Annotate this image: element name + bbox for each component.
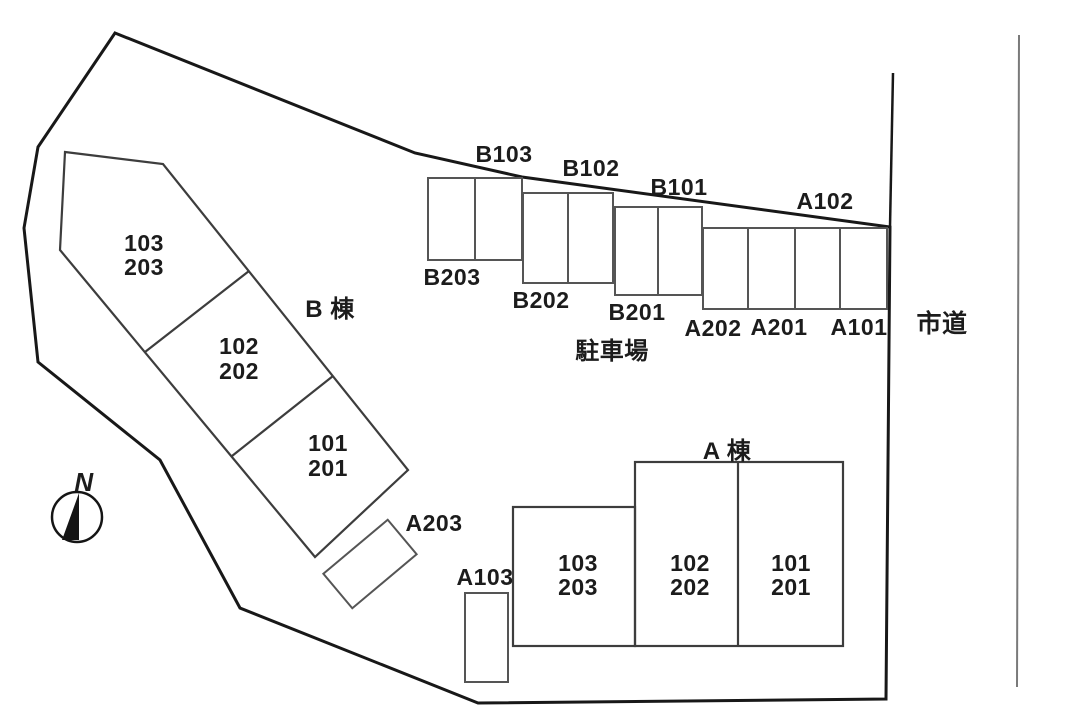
north-compass: N xyxy=(50,467,104,544)
building-b-divider-2 xyxy=(231,375,334,457)
building-a-unit-201: 201 xyxy=(771,574,811,600)
building-b-label: B 棟 xyxy=(305,296,355,323)
stall-label-a201: A201 xyxy=(751,314,808,340)
building-b: B 棟 103 203 102 202 101 201 xyxy=(58,150,410,559)
parking-area: B103 B102 B101 A102 B203 B202 B201 A202 … xyxy=(321,141,888,683)
compass-needle-icon xyxy=(62,493,79,540)
building-b-unit-102: 102 xyxy=(219,333,259,359)
stall-label-a102: A102 xyxy=(797,188,854,214)
building-a-unit-202: 202 xyxy=(670,574,710,600)
stall-label-b203: B203 xyxy=(424,264,481,290)
stall-label-a202: A202 xyxy=(685,315,742,341)
parking-box-a203 xyxy=(321,518,419,610)
road-far-edge-line xyxy=(1016,34,1020,688)
building-b-unit-103: 103 xyxy=(124,230,164,256)
building-b-divider-1 xyxy=(144,270,250,353)
building-b-outline xyxy=(58,150,410,559)
building-b-unit-101: 101 xyxy=(308,430,348,456)
stall-label-b103: B103 xyxy=(476,141,533,167)
stall-label-a203: A203 xyxy=(406,510,463,536)
road-label: 市道 xyxy=(916,309,967,338)
road-edge-line xyxy=(888,72,895,228)
building-b-unit-201: 201 xyxy=(308,455,348,481)
site-boundary xyxy=(22,31,892,705)
stall-label-b201: B201 xyxy=(609,299,666,325)
building-a: A 棟 103 203 102 202 101 201 xyxy=(511,438,845,648)
building-b-unit-202: 202 xyxy=(219,358,259,384)
stall-label-a101: A101 xyxy=(831,314,888,340)
compass-circle xyxy=(50,490,104,544)
building-a-unit-102: 102 xyxy=(670,550,710,576)
compass-north-label: N xyxy=(74,467,94,497)
stall-label-b202: B202 xyxy=(513,287,570,313)
building-a-unit-103: 103 xyxy=(558,550,598,576)
building-a-unit-203: 203 xyxy=(558,574,598,600)
building-a-unit-101: 101 xyxy=(771,550,811,576)
building-b-unit-203: 203 xyxy=(124,254,164,280)
parking-area-label: 駐車場 xyxy=(575,337,649,365)
parking-box-a103 xyxy=(464,592,509,683)
stall-label-b101: B101 xyxy=(651,174,708,200)
stall-label-b102: B102 xyxy=(563,155,620,181)
building-a-label: A 棟 xyxy=(703,438,752,465)
stall-label-a103: A103 xyxy=(457,564,514,590)
